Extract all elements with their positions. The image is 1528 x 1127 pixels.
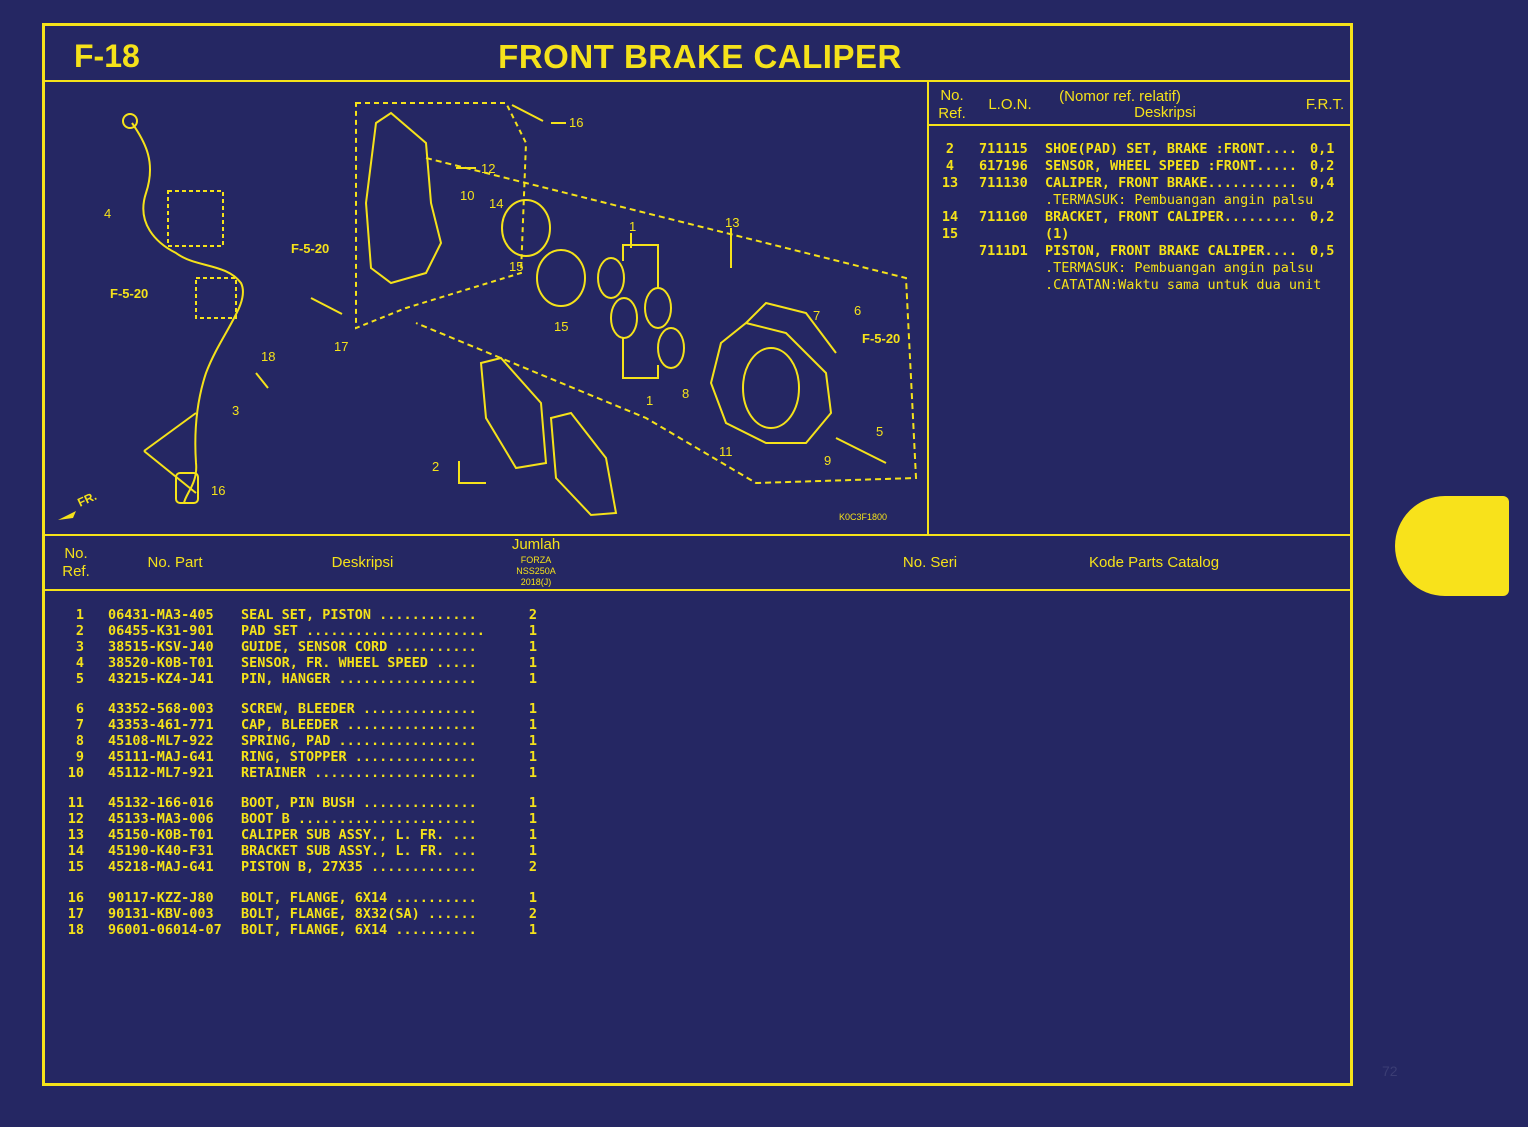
callout-1b: 1 [646,393,653,408]
title-divider [45,80,1353,82]
callout-14: 14 [489,196,503,211]
exploded-diagram: 16 12 10 14 13 1 15 15 17 1 2 3 4 5 6 7 … [58,102,918,522]
callout-18: 18 [261,349,275,364]
front-direction-label: FR. [75,489,98,510]
page-code: F-18 [74,38,140,74]
callout-9: 9 [824,453,831,468]
parts-header-model2: NSS250A [516,566,556,576]
lon-header-desc: Deskripsi [1134,104,1196,121]
parts-header-divider [45,589,1353,591]
ref-f-5-20-a: F-5-20 [291,241,329,256]
callout-8: 8 [682,386,689,401]
ref-f-5-20-b: F-5-20 [110,286,148,301]
callout-11: 11 [719,444,733,459]
parts-header-model3: 2018(J) [520,577,552,587]
callout-17b: 17 [334,339,348,354]
callout-7: 7 [813,308,820,323]
page-frame [42,23,1353,1086]
diagram-bottom-divider [45,534,1353,536]
callout-12: 12 [481,161,495,176]
parts-header-qty: Jumlah [511,536,561,553]
callout-10: 10 [460,188,474,203]
lon-header-lon: L.O.N. [988,96,1032,113]
callout-16: 16 [211,483,225,498]
callout-15a: 15 [509,259,523,274]
page-title: FRONT BRAKE CALIPER [498,38,902,75]
parts-header-no: No. [64,545,88,562]
callout-4: 4 [104,206,111,221]
parts-header-desc: Deskripsi [331,554,394,571]
parts-header-model1: FORZA [520,555,552,565]
ref-f-5-20-c: F-5-20 [862,331,900,346]
lon-header-divider [929,124,1353,126]
parts-header-seri: No. Seri [902,554,958,571]
front-arrow-icon [58,511,76,520]
callout-2: 2 [432,459,439,474]
lon-header-no: No. [940,87,964,104]
lon-header-ref: Ref. [938,105,966,122]
callout-1a: 1 [629,219,636,234]
callout-13: 13 [725,215,739,230]
callout-6: 6 [854,303,861,318]
callout-15b: 15 [554,319,568,334]
callout-17a: 16 [569,115,583,130]
callout-5: 5 [876,424,883,439]
page-number: 72 [1382,1063,1398,1079]
diagram-code: K0C3F1800 [839,512,887,522]
parts-header-catalog: Kode Parts Catalog [1088,554,1220,571]
parts-header-ref: Ref. [62,563,90,580]
parts-header-part: No. Part [147,554,203,571]
page-side-tab[interactable] [1395,496,1509,596]
lon-header-frt: F.R.T. [1305,96,1345,113]
diagram-divider [927,82,929,534]
lon-header-nomor: (Nomor ref. relatif) [1059,88,1181,105]
callout-3: 3 [232,403,239,418]
